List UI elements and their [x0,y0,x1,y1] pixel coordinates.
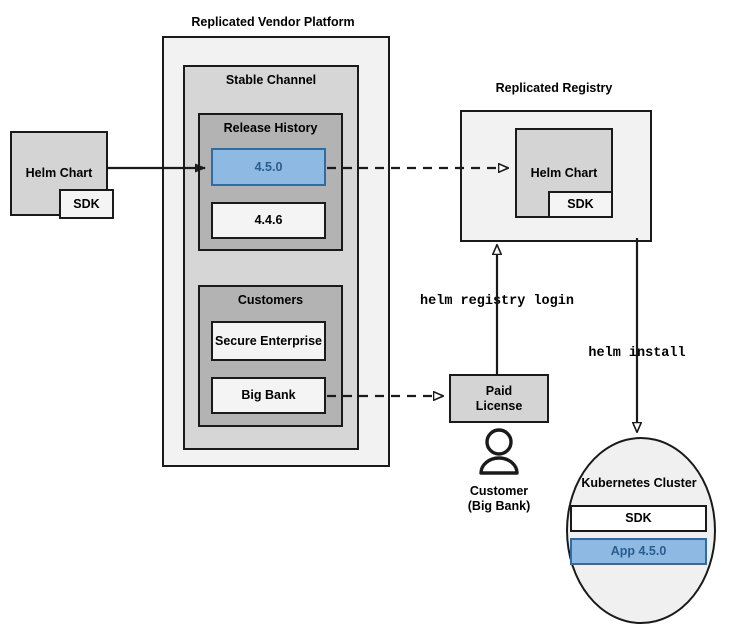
customer-big-bank-box[interactable]: Big Bank [211,377,326,414]
registry-title: Replicated Registry [495,81,613,95]
release-history-label: Release History [223,121,318,135]
registry-sdk-label: SDK [567,197,594,211]
customer-big-bank-label: Big Bank [241,388,296,402]
paid-license-label-line1: Paid [485,383,513,398]
cluster-sdk-label: SDK [625,511,652,525]
registry-helm-chart-label: Helm Chart [530,165,598,180]
customers-label: Customers [237,293,304,307]
command-helm-install-label: helm install [588,346,686,361]
paid-license-label-line2: License [475,398,523,413]
customer-caption-line2: (Big Bank) [467,499,531,513]
release-4-5-0-label: 4.5.0 [254,159,283,174]
vendor-platform-title: Replicated Vendor Platform [191,15,355,29]
release-4-4-6-box[interactable]: 4.4.6 [211,202,326,239]
source-sdk-label: SDK [73,196,100,211]
stable-channel-label: Stable Channel [225,73,317,87]
paid-license-box[interactable]: Paid License [449,374,549,423]
release-4-5-0-box[interactable]: 4.5.0 [211,148,326,186]
kubernetes-cluster-label: Kubernetes Cluster [581,476,697,490]
release-4-4-6-label: 4.4.6 [254,213,283,227]
registry-sdk-box[interactable]: SDK [548,191,613,218]
customer-secure-enterprise-box[interactable]: Secure Enterprise [211,321,326,361]
source-helm-chart-label: Helm Chart [25,166,93,180]
customer-person-icon [479,428,519,475]
customer-secure-enterprise-label: Secure Enterprise [215,333,322,348]
cluster-app-label: App 4.5.0 [610,544,667,558]
source-sdk-box[interactable]: SDK [59,189,114,219]
command-registry-login-label: helm registry login [420,294,574,309]
cluster-sdk-box[interactable]: SDK [570,505,707,532]
cluster-app-box[interactable]: App 4.5.0 [570,538,707,565]
customer-caption-line1: Customer [469,484,529,498]
